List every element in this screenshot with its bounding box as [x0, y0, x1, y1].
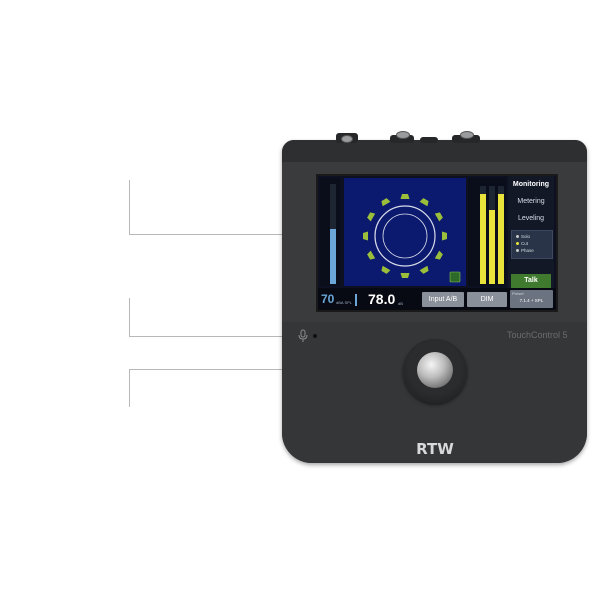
cut-dot-icon	[516, 242, 519, 246]
spl-meter	[320, 178, 340, 286]
top-jack	[341, 135, 353, 143]
status-panel: Solo Cut Phase	[511, 230, 553, 259]
speaker-icon[interactable]	[434, 211, 444, 222]
dim-button[interactable]: DIM	[467, 292, 507, 307]
callout-1-horizontal	[129, 234, 317, 235]
talkback-led	[313, 334, 317, 338]
spl-meter-fill	[330, 229, 336, 284]
top-connector	[420, 137, 438, 143]
spl-level-unit: dBA SPL	[336, 300, 353, 305]
speaker-icon[interactable]	[400, 194, 410, 199]
brand-logo: RTW	[416, 440, 454, 458]
lfe-indicator	[449, 271, 461, 283]
top-jack	[460, 131, 474, 139]
speaker-icon[interactable]	[419, 265, 430, 275]
speaker-icon[interactable]	[434, 250, 444, 261]
speaker-icon[interactable]	[363, 231, 368, 241]
microphone-icon	[298, 329, 308, 342]
speaker-layout-graphic	[363, 194, 461, 283]
channel-meter-fill	[498, 194, 504, 284]
bottom-control-strip: 70 dBA SPL 78.0 dB Input A/B DIM Preset …	[318, 288, 556, 310]
status-solo: Solo	[516, 234, 530, 239]
listening-circle-inner	[382, 213, 428, 259]
channel-meters	[468, 178, 506, 286]
solo-dot-icon	[516, 235, 519, 239]
status-phase: Phase	[516, 248, 534, 253]
speaker-icon[interactable]	[442, 231, 447, 241]
preset-label: Preset	[512, 291, 524, 296]
top-connector	[390, 135, 414, 143]
speaker-icon[interactable]	[366, 250, 376, 261]
channel-meter-fill	[489, 210, 495, 284]
speaker-icon[interactable]	[380, 265, 391, 275]
callout-3-vertical	[129, 369, 130, 407]
touch-screen[interactable]: Monitoring Metering Leveling Solo Cut Ph…	[316, 174, 558, 312]
listening-circle-outer	[374, 205, 436, 267]
talk-button[interactable]: Talk	[511, 274, 551, 288]
callout-2-horizontal	[129, 336, 295, 337]
monitor-gain-value: 78.0	[368, 291, 396, 307]
status-cut: Cut	[516, 241, 528, 246]
menu-item-leveling[interactable]: Leveling	[517, 215, 545, 222]
model-label: TouchControl 5	[507, 330, 568, 340]
speaker-layout-view[interactable]	[344, 178, 466, 286]
speaker-icon[interactable]	[366, 211, 376, 222]
input-ab-button[interactable]: Input A/B	[422, 292, 464, 307]
top-connector	[452, 135, 480, 143]
status-phase-label: Phase	[521, 248, 534, 253]
device-top-edge	[282, 140, 587, 162]
status-cut-label: Cut	[521, 241, 529, 246]
phase-dot-icon	[516, 249, 519, 253]
spl-meter-scale	[321, 184, 328, 284]
speaker-icon[interactable]	[419, 197, 430, 207]
preset-value: 7.1.4 + SPL	[519, 298, 544, 303]
speaker-icon[interactable]	[400, 273, 410, 278]
channel-meter-fill	[480, 194, 486, 284]
callout-2-vertical	[129, 298, 130, 336]
top-jack	[396, 131, 410, 139]
speaker-icon[interactable]	[380, 197, 391, 207]
spl-level-value: 70	[321, 292, 335, 306]
monitor-gain-unit: dB	[398, 301, 403, 306]
preset-selector[interactable]: Preset 7.1.4 + SPL	[510, 290, 553, 308]
callout-1-vertical	[129, 180, 130, 235]
menu-item-metering[interactable]: Metering	[517, 198, 545, 205]
level-divider	[355, 294, 357, 306]
status-solo-label: Solo	[521, 234, 531, 239]
side-menu: Monitoring Metering Leveling Solo Cut Ph…	[508, 176, 554, 288]
callout-3-horizontal	[129, 369, 397, 370]
menu-item-monitoring[interactable]: Monitoring	[512, 181, 550, 188]
rotary-encoder-knob[interactable]	[417, 352, 453, 388]
